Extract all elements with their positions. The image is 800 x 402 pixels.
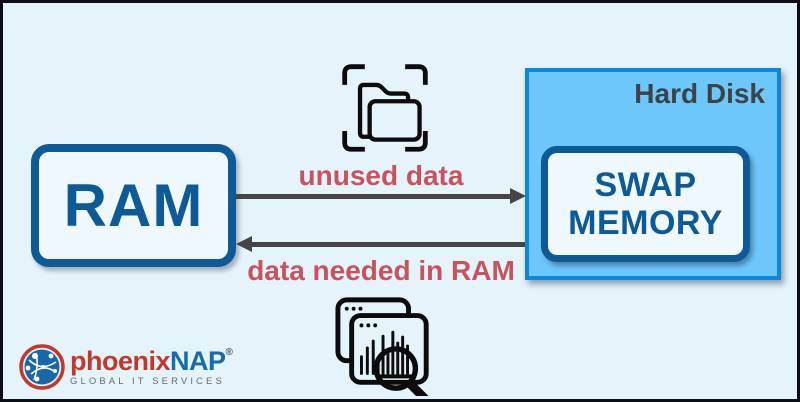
unused-data-label: unused data [298, 160, 464, 191]
arrow-head-left-icon [236, 236, 252, 252]
swap-memory-box: SWAP MEMORY [541, 146, 750, 262]
ram-box: RAM [31, 144, 236, 267]
logo-text: phoenixNAP® GLOBAL IT SERVICES [70, 345, 233, 387]
arrow-head-right-icon [510, 188, 526, 204]
data-search-icon [335, 297, 429, 396]
hard-disk-label: Hard Disk [634, 78, 765, 109]
folder-scan-icon [342, 64, 428, 152]
data-needed-label: data needed in RAM [247, 255, 515, 286]
swap-label-line1: SWAP [594, 165, 697, 204]
logo-brand: phoenixNAP® [70, 345, 233, 376]
globe-icon [19, 344, 65, 390]
logo-tagline: GLOBAL IT SERVICES [70, 375, 225, 387]
logo-brand-nap: NAP [170, 345, 226, 376]
ram-label: RAM [63, 172, 204, 239]
phoenixnap-logo: phoenixNAP® GLOBAL IT SERVICES [19, 344, 233, 390]
arrow-line [250, 241, 526, 247]
registered-mark-icon: ® [225, 346, 233, 358]
arrow-swap-to-ram [236, 236, 526, 252]
arrow-ram-to-swap [236, 188, 526, 204]
logo-brand-phoenix: phoenix [70, 345, 171, 376]
arrow-line [236, 193, 512, 199]
hard-disk-box: Hard Disk SWAP MEMORY [525, 68, 781, 280]
swap-label-line2: MEMORY [568, 204, 723, 242]
